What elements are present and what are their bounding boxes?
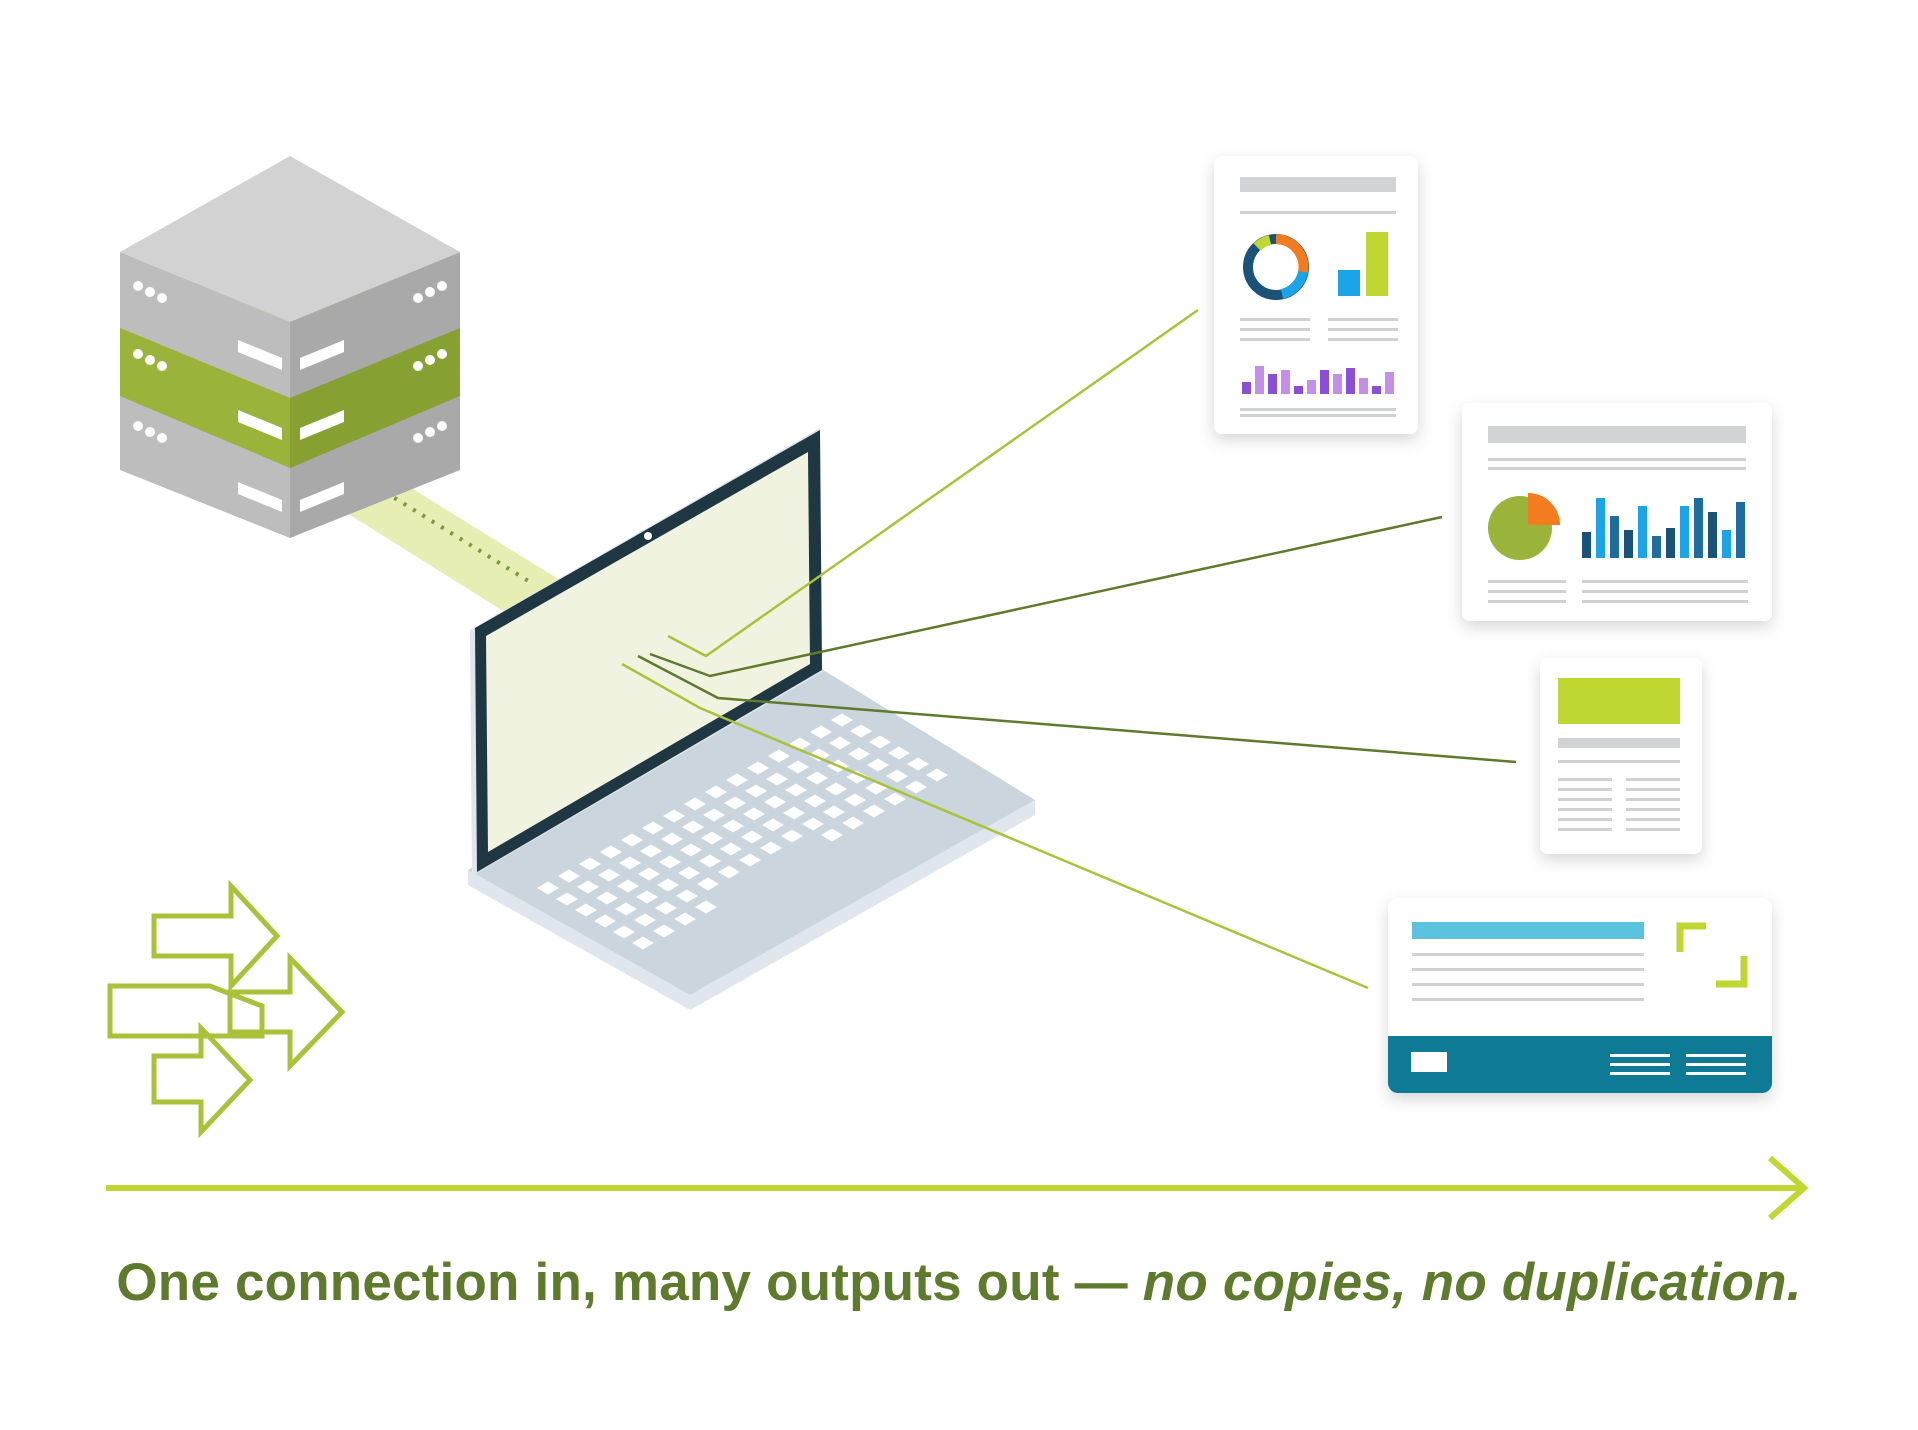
report-card-2 bbox=[1462, 403, 1772, 621]
laptop-base bbox=[468, 668, 1035, 1010]
expand-icon bbox=[1676, 922, 1748, 988]
report-card-1-content bbox=[1240, 177, 1398, 417]
purple-bar-chart-icon bbox=[1242, 366, 1394, 394]
server-stack-icon bbox=[120, 156, 460, 538]
output-connectors bbox=[621, 308, 1517, 990]
forward-arrows-icon bbox=[107, 879, 346, 1139]
connector-2 bbox=[649, 515, 1443, 678]
connector-4 bbox=[621, 662, 1369, 990]
arrow-4 bbox=[151, 1021, 254, 1139]
connector-1 bbox=[667, 308, 1199, 658]
report-card-1 bbox=[1214, 156, 1418, 434]
report-card-3-content bbox=[1558, 678, 1680, 831]
blue-bar-chart-icon bbox=[1582, 498, 1745, 558]
report-card-2-content bbox=[1488, 426, 1748, 603]
arrow-3 bbox=[227, 951, 346, 1073]
laptop-screen bbox=[470, 428, 822, 876]
report-card-4-content bbox=[1388, 922, 1772, 1093]
donut-chart-icon bbox=[1243, 234, 1309, 300]
arrow-1 bbox=[151, 879, 281, 993]
caption-emphasis: no copies, no duplication. bbox=[1142, 1253, 1802, 1312]
arrow-2 bbox=[107, 983, 265, 1039]
pie-chart-icon bbox=[1488, 493, 1560, 560]
caption-main: One connection in, many outputs out — bbox=[116, 1253, 1128, 1312]
card-footer bbox=[1388, 1036, 1772, 1093]
laptop-icon bbox=[468, 428, 1035, 1010]
timeline-arrow-icon bbox=[106, 1155, 1809, 1221]
diagram-caption: One connection in, many outputs out — no… bbox=[0, 1252, 1918, 1313]
mini-bar-chart-icon bbox=[1338, 232, 1388, 296]
laptop-keyboard bbox=[537, 713, 948, 950]
data-beam bbox=[342, 478, 560, 614]
server-unit-top bbox=[120, 156, 460, 398]
connector-3 bbox=[637, 654, 1517, 764]
